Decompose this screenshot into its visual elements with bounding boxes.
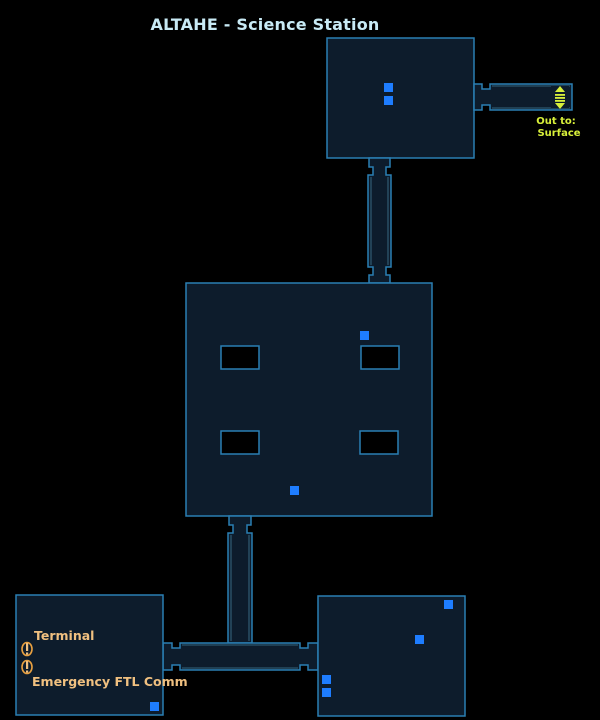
rooms-layer bbox=[15, 37, 573, 717]
pillars bbox=[220, 345, 400, 455]
terminal-marker-icon[interactable] bbox=[21, 641, 33, 657]
container-square-icon[interactable] bbox=[384, 83, 393, 92]
container-square-icon[interactable] bbox=[322, 675, 331, 684]
pillar bbox=[360, 345, 400, 370]
exit-label-line2: Surface bbox=[537, 128, 580, 139]
corridor-bottom bbox=[162, 642, 319, 671]
containers bbox=[150, 83, 453, 711]
room-middle bbox=[185, 282, 433, 517]
elevator-arrows-icon[interactable] bbox=[551, 86, 569, 109]
corridor-upper bbox=[367, 157, 392, 284]
room-top bbox=[326, 37, 475, 159]
poi-label-comm: Emergency FTL Comm bbox=[32, 674, 188, 689]
container-square-icon[interactable] bbox=[384, 96, 393, 105]
room-bottom-right bbox=[317, 595, 466, 717]
corridor-exit bbox=[473, 83, 573, 111]
container-square-icon[interactable] bbox=[415, 635, 424, 644]
container-square-icon[interactable] bbox=[290, 486, 299, 495]
corridor-lower bbox=[227, 515, 253, 644]
room-bottom-left bbox=[15, 594, 164, 716]
map-title: ALTAHE - Science Station bbox=[150, 15, 379, 34]
exit-label-line1: Out to: bbox=[536, 116, 576, 127]
pillar bbox=[359, 430, 399, 455]
container-square-icon[interactable] bbox=[150, 702, 159, 711]
pillar bbox=[220, 345, 260, 370]
container-square-icon[interactable] bbox=[322, 688, 331, 697]
container-square-icon[interactable] bbox=[360, 331, 369, 340]
poi-label-terminal: Terminal bbox=[34, 628, 94, 643]
container-square-icon[interactable] bbox=[444, 600, 453, 609]
comm-marker-icon[interactable] bbox=[21, 659, 33, 675]
pillar bbox=[220, 430, 260, 455]
